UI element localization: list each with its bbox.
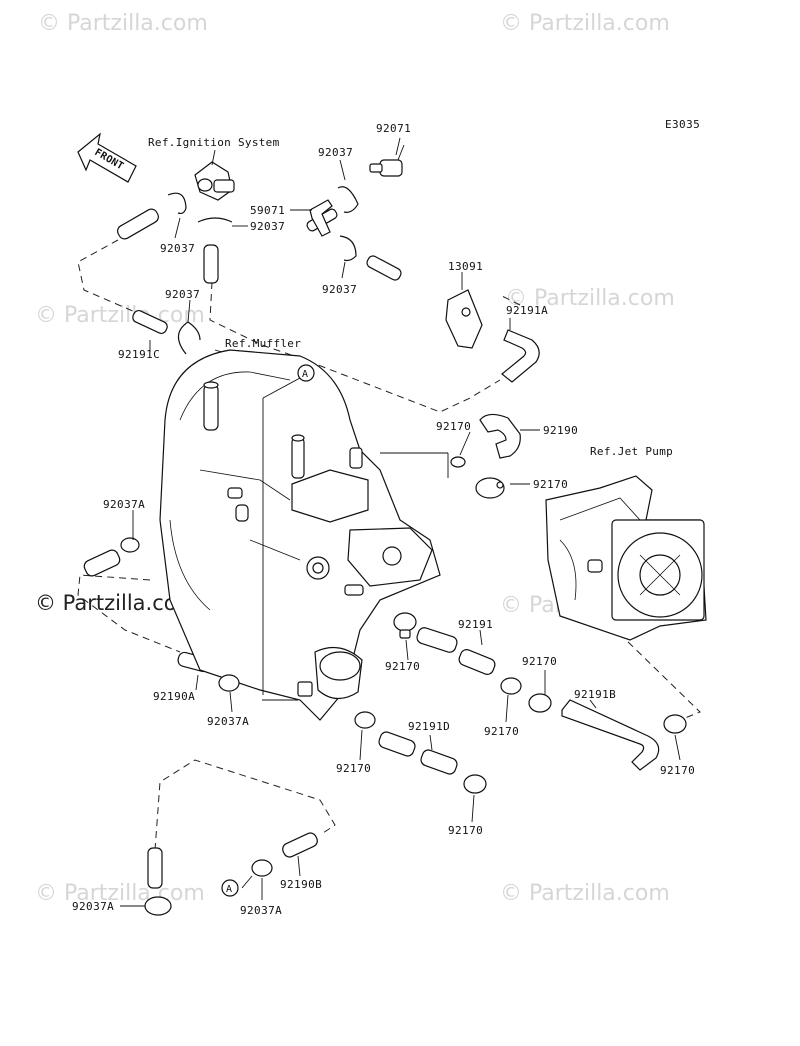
part-label: 92170 (484, 725, 519, 738)
part-label: 92071 (376, 122, 411, 135)
elbow-59071 (309, 199, 333, 237)
callout-a-top: A (297, 364, 315, 382)
jet-pump (545, 475, 707, 641)
engine-body (159, 349, 441, 721)
part-label: 92190 (543, 424, 578, 437)
part-label: 92037 (322, 283, 357, 296)
part-label: 92170 (385, 660, 420, 673)
watermark: © Partzilla.com (38, 11, 208, 36)
part-label: 92191C (118, 348, 160, 361)
hose-clamps (120, 456, 687, 916)
front-arrow-icon: FRONT (77, 132, 137, 183)
part-label: 92170 (660, 764, 695, 777)
bent-hose-92191A (501, 329, 540, 383)
part-label: 92170 (533, 478, 568, 491)
part-label: 13091 (448, 260, 483, 273)
elbow-hose-92190 (479, 413, 521, 459)
ref-jet-pump: Ref.Jet Pump (590, 445, 673, 458)
watermark: © Partzilla.com (500, 881, 670, 906)
part-label: 92037 (250, 220, 285, 233)
block-13091 (445, 289, 483, 349)
ref-ignition-system: Ref.Ignition System (148, 136, 280, 149)
part-label: 92037A (207, 715, 249, 728)
leader-lines (120, 137, 681, 907)
part-label: 92191B (574, 688, 616, 701)
part-labels: 92071 92037 59071 92037 92037 92037 1309… (72, 122, 695, 917)
part-label: 92170 (436, 420, 471, 433)
svg-text:A: A (226, 884, 232, 895)
ignition-fitting (194, 149, 235, 201)
part-label: 92191A (506, 304, 548, 317)
callout-a-bottom: A (221, 879, 239, 897)
part-label: 59071 (250, 204, 285, 217)
svg-text:A: A (302, 369, 308, 380)
fitting-92071 (369, 144, 405, 177)
part-label: 92190B (280, 878, 322, 891)
part-label: 92170 (336, 762, 371, 775)
part-label: 92037A (72, 900, 114, 913)
watermark: © Partzilla.com (505, 286, 675, 311)
diagram-code: E3035 (665, 118, 700, 131)
bent-hose-92191B (561, 699, 660, 771)
watermark: © Partzilla.com (500, 11, 670, 36)
part-label: 92170 (448, 824, 483, 837)
part-label: 92191D (408, 720, 450, 733)
ref-muffler: Ref.Muffler (225, 337, 301, 350)
part-label: 92190A (153, 690, 195, 703)
part-label: 92170 (522, 655, 557, 668)
part-label: 92037 (160, 242, 195, 255)
part-label: 92191 (458, 618, 493, 631)
part-label: 92037A (103, 498, 145, 511)
watermark: © Partzilla.com (35, 303, 205, 328)
watermark: © Partzilla.com (35, 881, 205, 906)
part-label: 92037 (165, 288, 200, 301)
part-label: 92037 (318, 146, 353, 159)
part-label: 92037A (240, 904, 282, 917)
